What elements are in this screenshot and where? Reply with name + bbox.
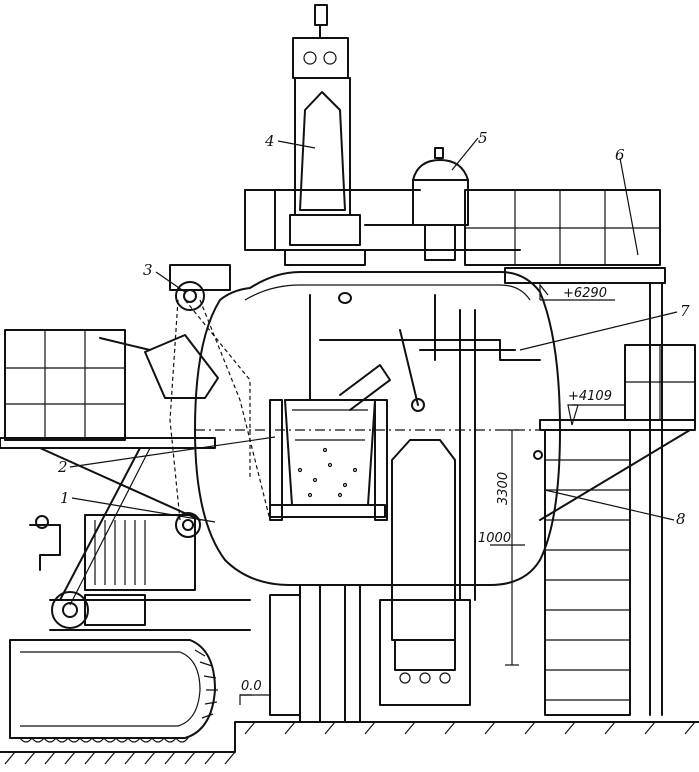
floor xyxy=(0,721,699,765)
callout-4: 4 xyxy=(264,132,275,150)
right-building xyxy=(464,189,666,716)
callout-3: 3 xyxy=(143,261,153,279)
annotations: +6290 +4109 0.0 3300 1000 xyxy=(241,286,612,694)
dimension-lines xyxy=(490,429,525,666)
dimension-1000: 1000 xyxy=(478,531,511,546)
top-lance xyxy=(284,4,366,266)
callout-8: 8 xyxy=(676,510,686,528)
elevation-markers xyxy=(239,283,625,705)
internal-rods xyxy=(309,294,541,412)
hoist-mechanism xyxy=(29,514,251,631)
right-platform xyxy=(539,344,696,716)
ladle xyxy=(269,364,391,521)
upper-frame xyxy=(244,189,521,251)
columns xyxy=(269,309,476,723)
crawler-track xyxy=(9,639,218,743)
tilt-arm xyxy=(99,264,271,538)
left-platform xyxy=(0,329,216,606)
callout-6: 6 xyxy=(615,146,625,164)
elevation-6290: +6290 xyxy=(563,286,607,301)
callout-7: 7 xyxy=(680,302,690,320)
elevation-4109: +4109 xyxy=(568,389,612,404)
elevation-0: 0.0 xyxy=(241,679,262,694)
dimension-3300: 3300 xyxy=(496,472,511,505)
callout-1: 1 xyxy=(60,489,70,507)
callout-labels: 1 2 3 4 5 6 7 8 xyxy=(57,129,690,528)
callout-2: 2 xyxy=(57,458,68,476)
callout-5: 5 xyxy=(478,129,488,147)
vacuum-valve xyxy=(364,147,469,261)
leader-lines xyxy=(69,137,678,523)
